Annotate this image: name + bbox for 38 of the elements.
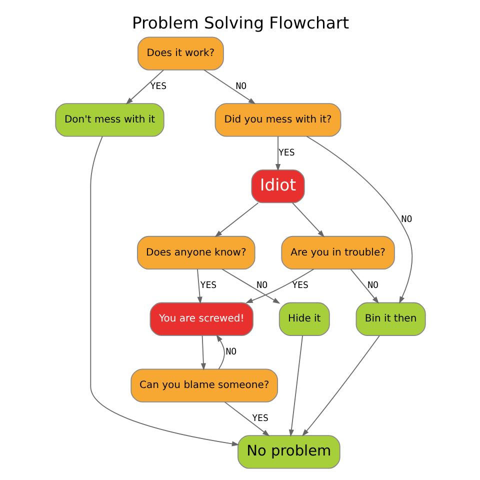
node-box: You are screwed! [149, 302, 253, 336]
arrow [221, 268, 280, 304]
node-box: Does anyone know? [136, 236, 255, 270]
node-box: Does it work? [137, 36, 224, 70]
node-box: Don't mess with it [54, 103, 164, 137]
arrow [125, 70, 164, 104]
edge-label: NO [256, 281, 268, 292]
node-box: Hide it [278, 302, 330, 336]
arrow [224, 402, 270, 436]
edge-label: YES [150, 82, 166, 92]
node-box: Bin it then [355, 302, 426, 336]
arrow [90, 136, 239, 446]
node-box: Are you in trouble? [280, 236, 394, 270]
arrow [196, 268, 202, 304]
arrow [214, 202, 258, 238]
edge-label: NO [225, 348, 236, 358]
arrow [244, 268, 314, 304]
arrow [301, 335, 380, 436]
arrow [306, 136, 412, 304]
edge-label: NO [235, 82, 246, 92]
node-box: No problem [237, 435, 340, 469]
diagram-title: Problem Solving Flowchart [131, 13, 349, 32]
edge-label: NO [400, 214, 412, 225]
arrow [203, 69, 256, 104]
arrow [288, 335, 302, 437]
node-box: Can you blame someone? [130, 368, 278, 402]
node-box: Idiot [250, 170, 304, 204]
arrow [216, 334, 224, 370]
edge-label: NO [367, 281, 378, 292]
edge-label: YES [278, 148, 294, 158]
node-box: Did you mess with it? [214, 103, 341, 137]
edge-label: YES [200, 281, 216, 292]
arrow [292, 202, 324, 238]
arrow [350, 268, 379, 304]
edge-label: YES [292, 281, 308, 292]
arrow [274, 136, 280, 172]
arrow [200, 335, 206, 370]
edge-label: YES [252, 414, 268, 424]
